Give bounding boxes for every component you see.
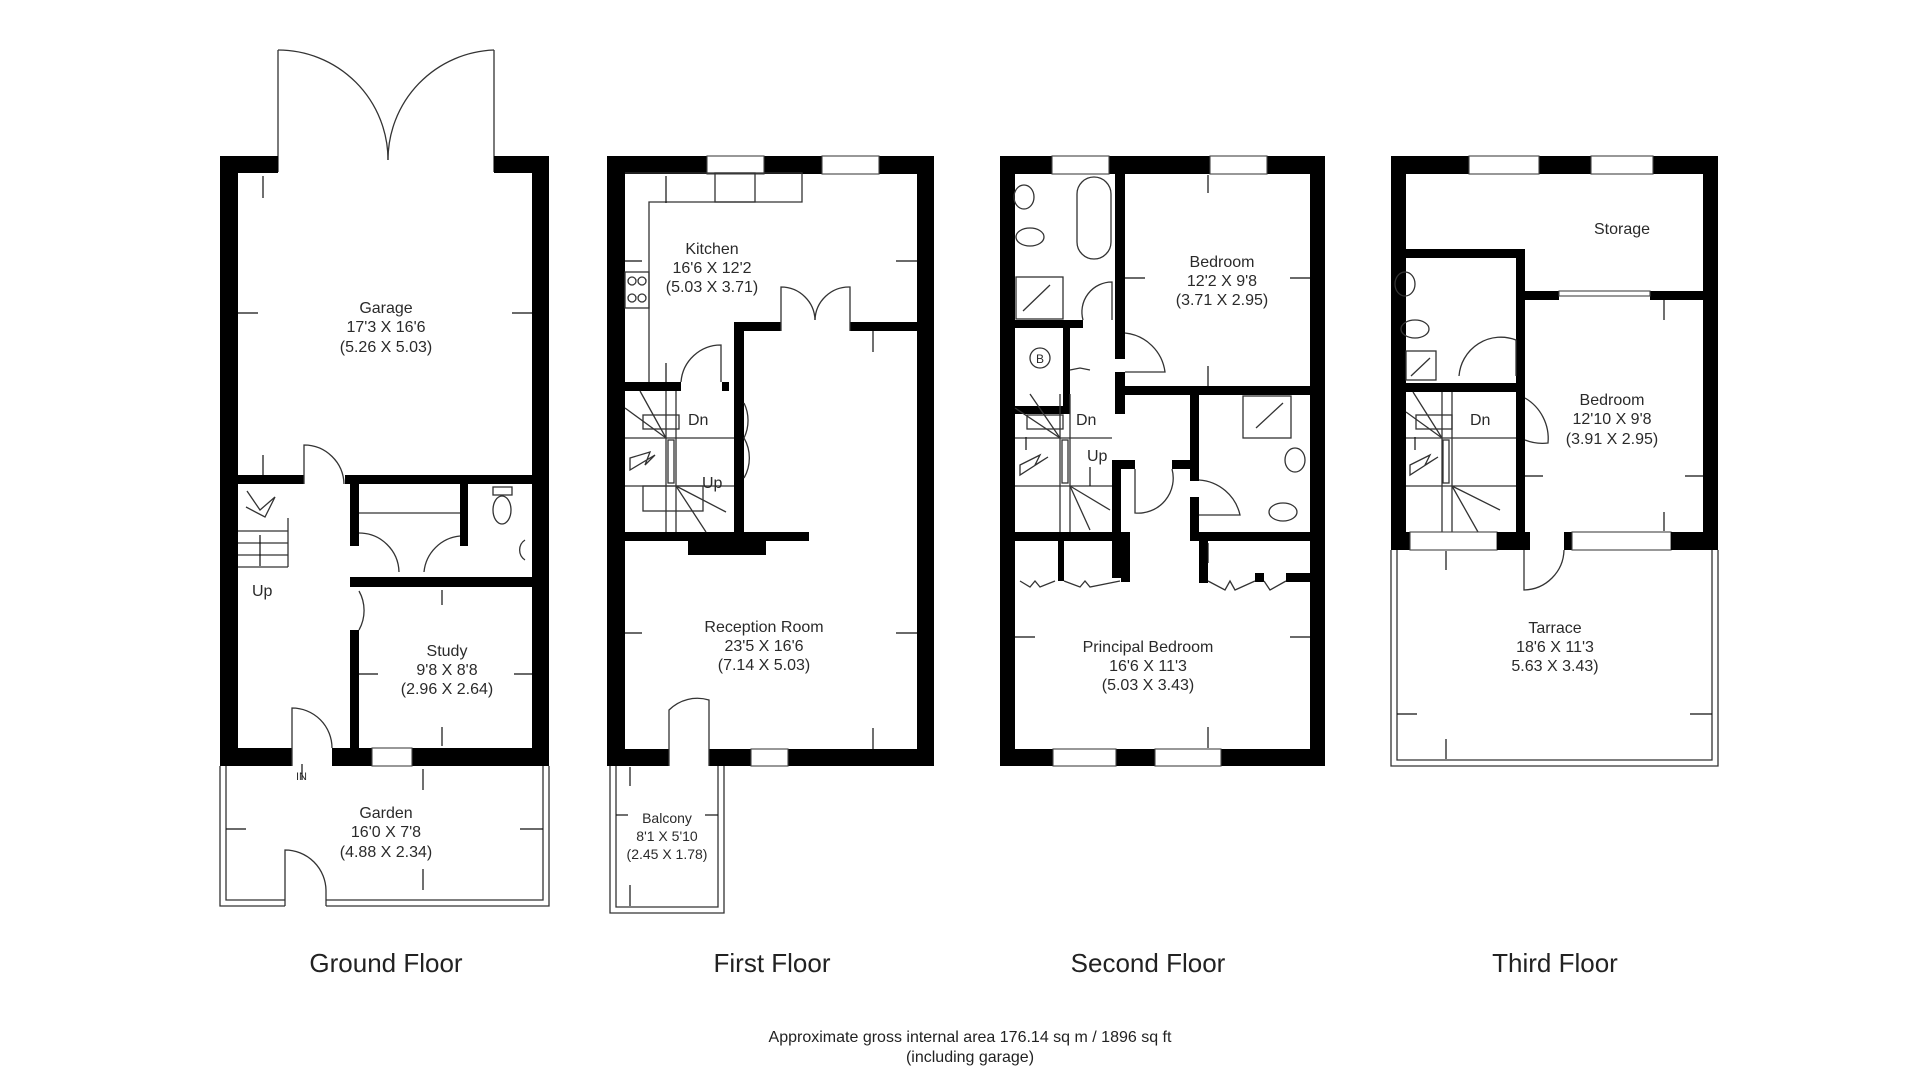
room-label-garden: Garden 16'0 X 7'8 (4.88 X 2.34) (340, 805, 433, 861)
svg-text:(7.14 X 5.03): (7.14 X 5.03) (718, 657, 811, 674)
area-footer: Approximate gross internal area 176.14 s… (769, 1029, 1172, 1066)
svg-text:Garden: Garden (359, 805, 412, 822)
svg-text:Storage: Storage (1594, 221, 1650, 238)
svg-text:(5.03 X 3.71): (5.03 X 3.71) (666, 279, 759, 296)
room-label-kitchen: Kitchen 16'6 X 12'2 (5.03 X 3.71) (666, 241, 759, 296)
floor-title-ground: Ground Floor (309, 948, 463, 978)
svg-text:16'6 X 12'2: 16'6 X 12'2 (672, 260, 751, 277)
entrance-label: IN (296, 771, 307, 783)
room-label-balcony: Balcony 8'1 X 5'10 (2.45 X 1.78) (627, 810, 708, 862)
svg-text:8'1 X 5'10: 8'1 X 5'10 (636, 828, 698, 844)
svg-text:Principal Bedroom: Principal Bedroom (1083, 639, 1214, 656)
room-label-bedroom-3: Bedroom 12'10 X 9'8 (3.91 X 2.95) (1566, 392, 1659, 448)
boiler-label: B (1036, 352, 1044, 366)
svg-text:(2.96 X 2.64): (2.96 X 2.64) (401, 681, 494, 698)
svg-text:Garage: Garage (359, 300, 412, 317)
room-label-tarrace: Tarrace 18'6 X 11'3 5.63 X 3.43) (1511, 620, 1598, 675)
svg-text:Balcony: Balcony (642, 810, 692, 826)
svg-text:5.63 X 3.43): 5.63 X 3.43) (1511, 658, 1598, 675)
svg-text:(3.91 X 2.95): (3.91 X 2.95) (1566, 431, 1659, 448)
svg-text:Bedroom: Bedroom (1580, 392, 1645, 409)
svg-text:16'6 X 11'3: 16'6 X 11'3 (1109, 658, 1187, 675)
svg-text:18'6 X 11'3: 18'6 X 11'3 (1516, 639, 1594, 656)
room-label-garage: Garage 17'3 X 16'6 (5.26 X 5.03) (340, 300, 433, 356)
svg-text:(3.71 X 2.95): (3.71 X 2.95) (1176, 292, 1269, 309)
ground-floor-plan: Garage 17'3 X 16'6 (5.26 X 5.03) Study 9… (219, 49, 550, 978)
stairs-down-label: Dn (1470, 412, 1490, 429)
stairs-down-label: Dn (1076, 412, 1096, 429)
svg-text:(2.45 X 1.78): (2.45 X 1.78) (627, 846, 708, 862)
stairs-up-label: Up (252, 583, 273, 600)
floor-title-first: First Floor (714, 948, 831, 978)
stairs-down-label: Dn (688, 412, 708, 429)
first-floor-plan: Kitchen 16'6 X 12'2 (5.03 X 3.71) Recept… (607, 155, 934, 978)
gross-area-note: (including garage) (906, 1049, 1034, 1066)
gross-area-text: Approximate gross internal area 176.14 s… (769, 1029, 1172, 1046)
room-label-study: Study 9'8 X 8'8 (2.96 X 2.64) (401, 643, 494, 698)
stairs-up-label: Up (702, 475, 723, 492)
svg-text:(5.03 X 3.43): (5.03 X 3.43) (1102, 677, 1195, 694)
room-label-storage: Storage (1594, 221, 1650, 238)
svg-text:Study: Study (427, 643, 468, 660)
svg-text:(4.88 X 2.34): (4.88 X 2.34) (340, 844, 433, 861)
svg-text:12'10 X 9'8: 12'10 X 9'8 (1572, 411, 1651, 428)
svg-text:12'2 X 9'8: 12'2 X 9'8 (1187, 273, 1257, 290)
room-label-principal-bedroom: Principal Bedroom 16'6 X 11'3 (5.03 X 3.… (1083, 639, 1214, 694)
svg-text:Bedroom: Bedroom (1190, 254, 1255, 271)
third-floor-plan: Storage Bedroom 12'10 X 9'8 (3.91 X 2.95… (1390, 155, 1719, 978)
svg-text:Reception Room: Reception Room (704, 619, 823, 636)
svg-text:Kitchen: Kitchen (685, 241, 738, 258)
room-label-reception-room: Reception Room 23'5 X 16'6 (7.14 X 5.03) (704, 619, 823, 674)
second-floor-plan: B (1000, 155, 1325, 978)
svg-text:23'5 X 16'6: 23'5 X 16'6 (724, 638, 803, 655)
svg-text:9'8 X 8'8: 9'8 X 8'8 (416, 662, 477, 679)
svg-text:17'3 X 16'6: 17'3 X 16'6 (346, 319, 425, 336)
svg-text:Tarrace: Tarrace (1528, 620, 1581, 637)
svg-text:(5.26 X 5.03): (5.26 X 5.03) (340, 339, 433, 356)
floor-title-third: Third Floor (1492, 948, 1618, 978)
stairs-up-label: Up (1087, 448, 1108, 465)
floor-title-second: Second Floor (1071, 948, 1226, 978)
svg-text:16'0 X 7'8: 16'0 X 7'8 (351, 824, 421, 841)
room-label-bedroom-2: Bedroom 12'2 X 9'8 (3.71 X 2.95) (1176, 254, 1269, 309)
